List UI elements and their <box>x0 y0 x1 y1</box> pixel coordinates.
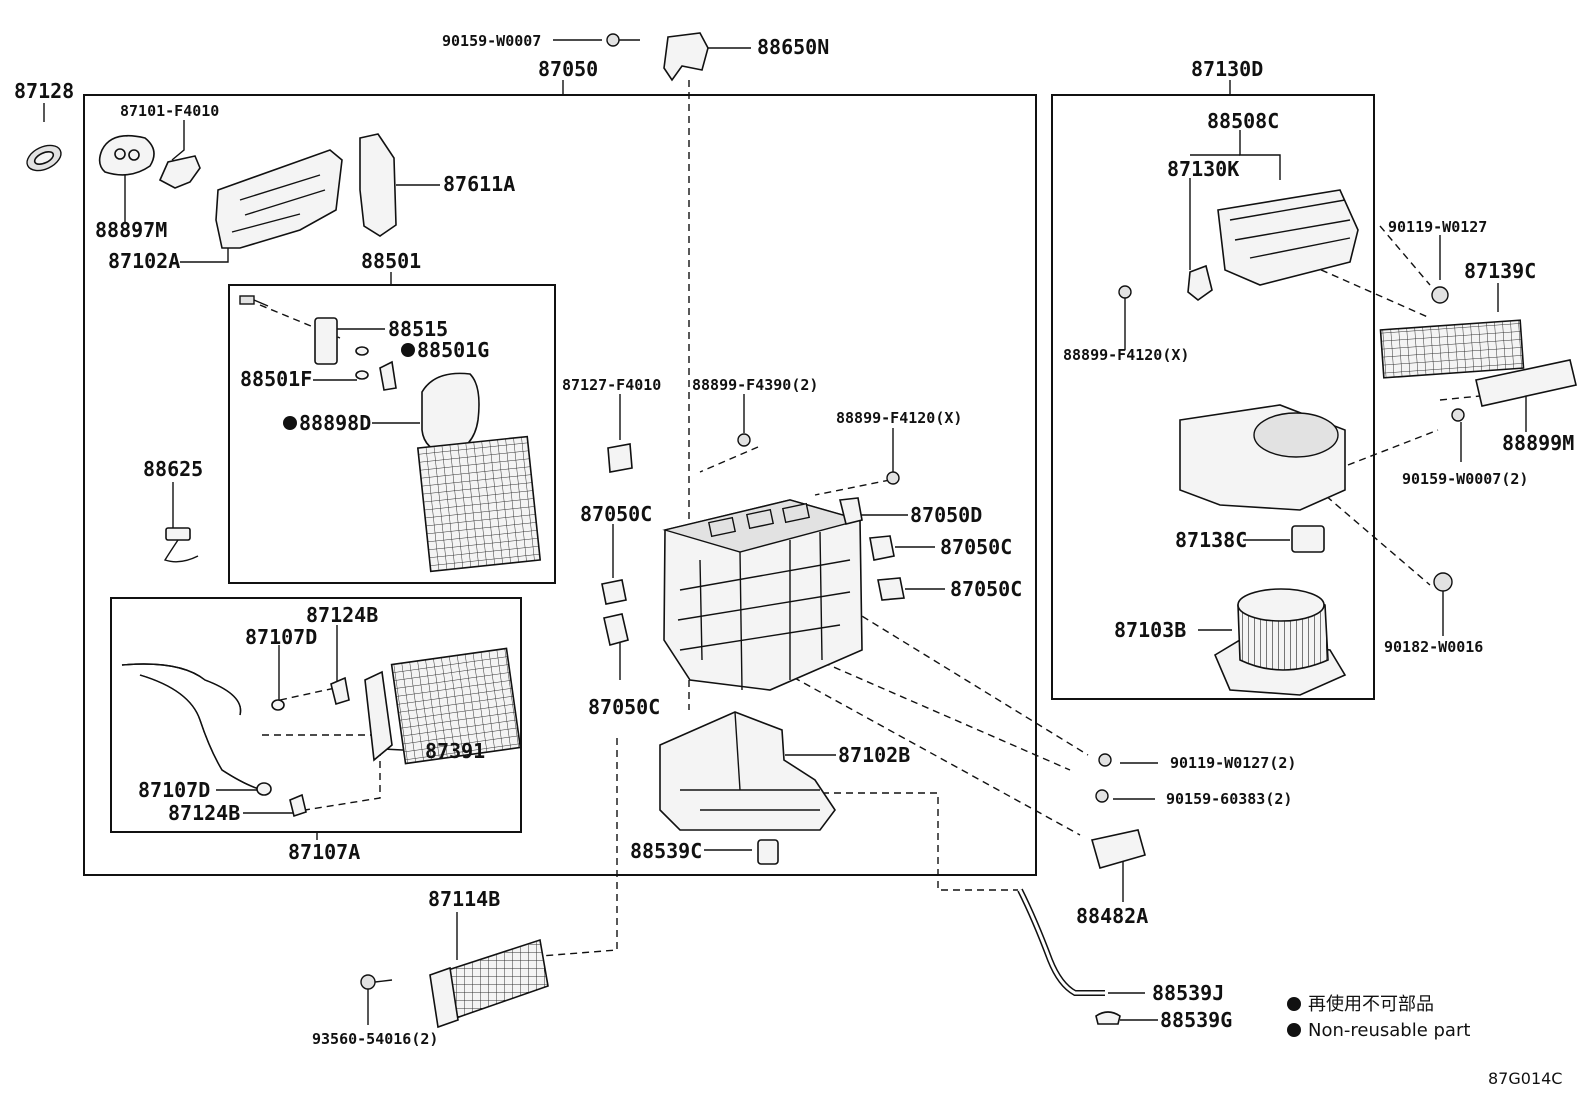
actuators-87050c-shape <box>601 497 905 646</box>
label-88539j: 88539J <box>1152 981 1224 1005</box>
label-88501f: 88501F <box>240 367 312 391</box>
label-90182-w0016: 90182-W0016 <box>1384 638 1483 656</box>
label-88508c: 88508C <box>1207 109 1279 133</box>
label-88899m: 88899M <box>1502 431 1574 455</box>
subframe-88501 <box>228 284 556 584</box>
label-87050c-bot: 87050C <box>588 695 660 719</box>
heater-core-87107-shape <box>390 647 522 765</box>
duct-87102a-detail <box>231 174 326 233</box>
label-87130k: 87130K <box>1167 157 1239 181</box>
legend-marker-en <box>1287 1023 1301 1037</box>
label-88899-f4120-right: 88899-F4120(X) <box>1063 346 1189 364</box>
plate-87391-shape <box>364 670 393 762</box>
clips-87124b-shape <box>256 676 350 818</box>
label-87050c-r2: 87050C <box>950 577 1022 601</box>
label-87124b-bot: 87124B <box>168 801 240 825</box>
filter-87139c-shape <box>1379 319 1525 379</box>
plug-88539g-shape <box>1095 1011 1121 1025</box>
legend-text-en: Non-reusable part <box>1308 1020 1470 1041</box>
label-90159-w0007: 90159-W0007 <box>442 32 541 50</box>
label-88899-f4120-mid: 88899-F4120(X) <box>836 409 962 427</box>
label-87107a: 87107A <box>288 840 360 864</box>
label-88897m: 88897M <box>95 218 167 242</box>
callout-labels: 87128 87050 90159-W0007 88650N 87130D 87… <box>14 32 1574 1048</box>
label-88501g: 88501G <box>417 338 489 362</box>
label-87130d: 87130D <box>1191 57 1263 81</box>
label-88539g: 88539G <box>1160 1008 1232 1032</box>
label-87107d-top: 87107D <box>245 625 317 649</box>
legend-marker-jp <box>1287 997 1301 1011</box>
screws-88899-center <box>737 433 900 485</box>
actuator-87130k-shape <box>1187 264 1213 302</box>
legend: 再使用不可部品 Non-reusable part <box>1287 994 1470 1041</box>
legend-text-jp: 再使用不可部品 <box>1308 994 1434 1015</box>
label-88501: 88501 <box>361 249 421 273</box>
seal-88897m-shape <box>98 134 155 176</box>
label-93560: 93560-54016(2) <box>312 1030 438 1048</box>
label-87114b: 87114B <box>428 887 500 911</box>
label-87103b: 87103B <box>1114 618 1186 642</box>
label-87127-f4010: 87127-F4010 <box>562 376 661 394</box>
label-90119-w0127-2: 90119-W0127(2) <box>1170 754 1296 772</box>
label-88482a: 88482A <box>1076 904 1148 928</box>
label-87050d: 87050D <box>910 503 982 527</box>
blower-case-88508c-shape <box>1217 189 1359 286</box>
label-87050c-r1: 87050C <box>940 535 1012 559</box>
drain-hose-88539j-shape <box>1017 888 1105 996</box>
label-87101-f4010: 87101-F4010 <box>120 102 219 120</box>
sensor-88625-shape <box>163 527 199 563</box>
label-90159-w0007-2: 90159-W0007(2) <box>1402 470 1528 488</box>
clip-87127-shape <box>607 443 633 473</box>
nonreusable-marker-88898d <box>283 416 297 430</box>
leader-lines <box>43 39 1527 1025</box>
label-90159-60383: 90159-60383(2) <box>1166 790 1292 808</box>
label-87391: 87391 <box>425 739 485 763</box>
orings-88501-shape <box>355 346 397 391</box>
cover-88899m-shape <box>1475 359 1577 407</box>
label-87050: 87050 <box>538 57 598 81</box>
heater-pipes-shape <box>121 663 263 791</box>
label-87102a: 87102A <box>108 249 180 273</box>
label-87138c: 87138C <box>1175 528 1247 552</box>
blower-housing-shape <box>1179 404 1346 511</box>
clip-88539c-shape <box>757 839 779 865</box>
label-88625: 88625 <box>143 457 203 481</box>
label-88539c: 88539C <box>630 839 702 863</box>
evaporator-core-shape <box>416 435 542 573</box>
valve-88515-shape <box>239 295 338 365</box>
hvac-case-87050-shape <box>662 499 863 691</box>
cover-87101-shape <box>158 155 201 189</box>
label-88650n: 88650N <box>757 35 829 59</box>
label-87050c-left: 87050C <box>580 502 652 526</box>
nonreusable-marker-88501g <box>401 343 415 357</box>
label-88898d: 88898D <box>299 411 371 435</box>
label-87107d-bot: 87107D <box>138 778 210 802</box>
label-87139c: 87139C <box>1464 259 1536 283</box>
subframe-87130d <box>1051 94 1375 700</box>
filter-87114b-shape <box>360 938 549 1029</box>
bracket-88650n-shape <box>606 32 709 82</box>
diagram-code: 87G014C <box>1488 1069 1562 1088</box>
label-87102b: 87102B <box>838 743 910 767</box>
duct-87102a-shape <box>215 149 343 249</box>
label-90119-w0127: 90119-W0127 <box>1388 218 1487 236</box>
screws-right-shape <box>1095 285 1465 803</box>
subframe-87107a <box>110 597 522 833</box>
unit-frame-87050 <box>83 94 1037 876</box>
resistor-87138c-shape <box>1291 525 1325 553</box>
sensor-88482a-shape <box>1090 829 1146 869</box>
duct-87102b-detail <box>680 711 820 811</box>
label-87611a: 87611A <box>443 172 515 196</box>
label-88899-f4390: 88899-F4390(2) <box>692 376 818 394</box>
panel-87611a-shape <box>359 133 397 237</box>
label-88515: 88515 <box>388 317 448 341</box>
label-87124b-top: 87124B <box>306 603 378 627</box>
seal-holes <box>114 148 140 161</box>
grommet-87128-shape <box>26 144 62 172</box>
duct-87102b-shape <box>659 711 836 831</box>
blower-motor-87103b-shape <box>1213 588 1347 696</box>
label-87128: 87128 <box>14 79 74 103</box>
